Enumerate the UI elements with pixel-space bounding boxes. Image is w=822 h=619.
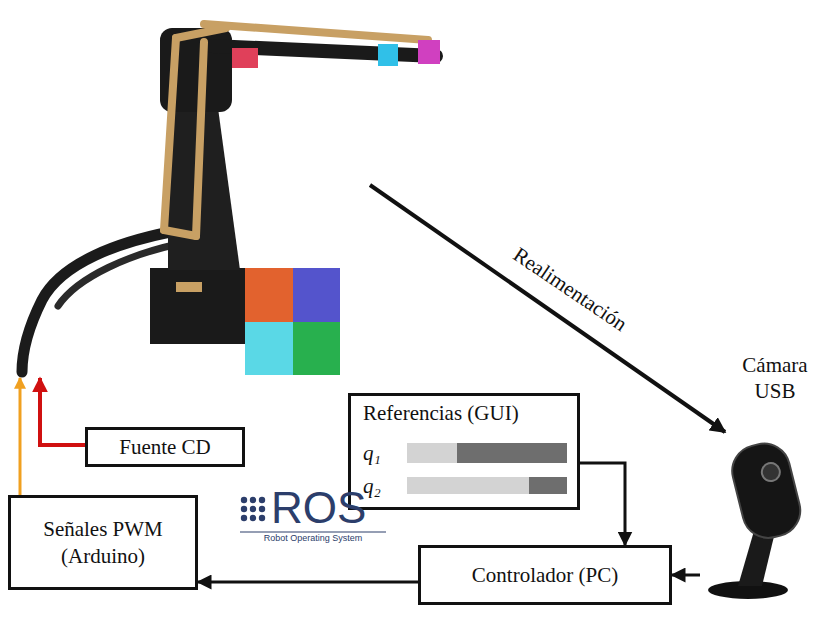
gui-panel: Referencias (GUI) q₁ q₂ [348,393,580,510]
color-marker [378,44,398,66]
power-wire [40,378,85,445]
color-marker [232,48,258,68]
usb-camera [708,438,806,599]
camera-head [727,438,806,543]
slider-track [407,443,457,463]
color-marker [418,40,440,64]
slider-bar [407,443,567,463]
pwm-wire [19,378,22,495]
robot-link [196,42,204,236]
robot-link [204,24,428,40]
pattern-square [245,322,293,375]
ros-logo-rule [240,531,386,532]
slider-row: q₁ [363,440,567,466]
slider-fill [457,443,567,463]
robot-arm [22,24,440,372]
feedback-label: Realimentación [508,243,631,338]
pattern-square [293,268,340,322]
slider-bar [407,477,567,494]
pattern-square [293,322,340,375]
box-label: Fuente CD [119,434,211,460]
ros-logo-text: ROS [271,486,366,530]
robot-link [176,28,226,38]
robot-bracket [176,282,202,292]
camera-label: Cámara USB [735,352,815,405]
ros-logo-dots [241,497,265,521]
box-label: Señales PWM (Arduino) [19,516,187,569]
color-pattern [245,268,340,375]
box-label: Controlador (PC) [472,562,618,588]
controller-box: Controlador (PC) [418,545,672,605]
signal-arrow [672,574,700,577]
slider-row: q₂ [363,473,567,499]
robot-base [150,268,250,344]
power-box: Fuente CD [85,427,245,467]
ros-logo-subtitle: Robot Operating System [240,534,386,544]
joint-label: q₂ [363,473,407,499]
robot-link [164,230,196,236]
pattern-square [245,268,293,322]
camera-node: Cámara USB [700,352,815,605]
slider-fill [529,477,567,494]
slider-track [407,477,529,494]
camera-lens [760,461,782,483]
signal-arrow [198,581,418,584]
robot-link [164,38,176,230]
pwm-box: Señales PWM (Arduino) [8,495,198,590]
panel-heading: Referencias (GUI) [363,400,567,426]
signal-arrow [580,463,625,545]
joint-label: q₁ [363,440,407,466]
